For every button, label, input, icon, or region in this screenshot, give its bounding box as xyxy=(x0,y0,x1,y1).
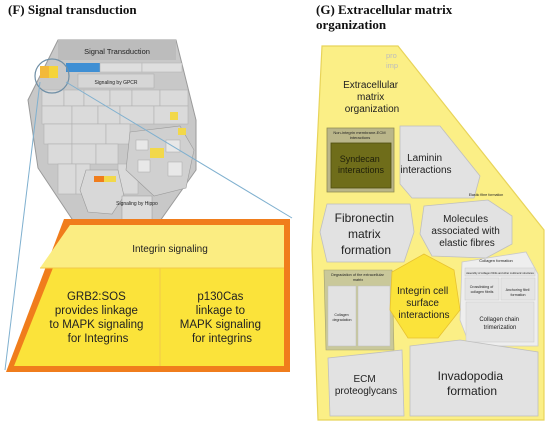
anchoring-label: Anchoring fibril formation xyxy=(506,288,531,297)
overview-cell xyxy=(99,62,143,73)
ecm-proteoglycans-cell xyxy=(327,349,405,417)
laminin-label: Laminin interactions xyxy=(400,153,451,176)
collagen-degradation-label: Collagen degradation xyxy=(333,313,352,322)
grb2-sos-label: GRB2:SOS provides linkage to MAPK signal… xyxy=(49,291,146,345)
collagen-chain-cell xyxy=(465,301,535,343)
collagen-degradation-cell xyxy=(327,285,357,347)
integrin-cell-surface-cell xyxy=(389,253,461,339)
laminin-cell xyxy=(399,125,481,199)
assembly-label: Assembly of collagen fibrils and other m… xyxy=(466,271,534,275)
overview-gpcr-label: Signaling by GPCR xyxy=(94,80,137,86)
panel-f-title: (F) Signal transduction xyxy=(8,2,137,17)
integrin-cell-surface-label: Integrin cell surface interactions xyxy=(397,286,451,321)
non-integrin-label: Non-integrin membrane-ECM interactions xyxy=(333,130,386,140)
collagen-formation-label: Collagen formation xyxy=(479,258,513,263)
ecm-organization-map: pro imp Extracellular matrix organizatio… xyxy=(311,45,545,421)
integrin-signaling-label: Integrin signaling xyxy=(132,244,208,255)
elastic-fibre-label: Elastic fibre formation xyxy=(469,193,504,197)
molecules-cell xyxy=(419,199,513,259)
ecm-organization-label: Extracellular matrix organization xyxy=(343,80,401,115)
p130cas-label: p130Cas linkage to MAPK signaling for in… xyxy=(180,291,264,345)
panel-g-title-line-2: organization xyxy=(316,17,387,32)
overview-title: Signal Transduction xyxy=(84,47,150,56)
invadopodia-cell xyxy=(409,339,539,417)
corner-label: pro imp xyxy=(386,51,399,70)
zoom-connector-left xyxy=(4,81,41,371)
overview-orange-mark xyxy=(94,176,104,182)
magnifier-circle xyxy=(34,58,70,94)
collagen-chain-label: Collagen chain trimerization xyxy=(479,317,520,331)
overview-gpcr-block xyxy=(77,73,155,89)
panel-g-title: (G) Extracellular matrix organization xyxy=(316,2,546,32)
overview-hippo-label: Signaling by Hippo xyxy=(116,201,158,207)
overview-hippo-cell xyxy=(121,195,153,221)
ecm-proteoglycans-label: ECM proteoglycans xyxy=(335,374,397,397)
crosslinking-label: Crosslinking of collagen fibrils xyxy=(470,285,495,294)
syndecan-label: Syndecan interactions xyxy=(338,154,385,175)
syndecan-cell xyxy=(330,142,392,189)
molecules-label: Molecules associated with elastic fibres xyxy=(431,214,502,249)
overview-yellow-cell xyxy=(150,148,164,158)
integrin-signaling-zoom: Integrin signaling GRB2:SOS provides lin… xyxy=(6,219,290,372)
zoom-header-band xyxy=(40,225,284,268)
signal-transduction-overview: Signal Transduction Signaling by GPCR xyxy=(27,39,197,229)
zoom-connector-right xyxy=(65,81,293,219)
overview-header xyxy=(58,40,176,60)
fibronectin-label: Fibronectin matrix formation xyxy=(335,211,398,257)
invadopodia-label: Invadopodia formation xyxy=(438,369,507,398)
degradation-label: Degradation of the extracellular matrix xyxy=(331,273,385,282)
overview-blue-cell xyxy=(66,63,100,72)
overview-yellow-mark xyxy=(104,176,116,182)
overview-cell xyxy=(141,62,183,73)
fibronectin-cell xyxy=(319,203,415,263)
panel-g-title-line-1: (G) Extracellular matrix xyxy=(316,2,453,17)
